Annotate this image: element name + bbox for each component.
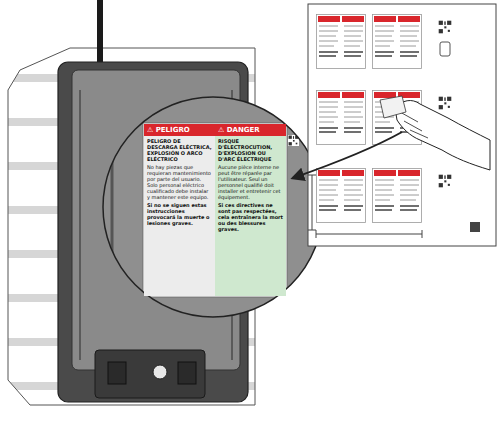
warning-text: Aucune pièce interne ne peut être réparé… [215,163,286,201]
cable [97,0,103,72]
hazard-title: RISQUE D'ÉLECTROCUTION, D'EXPLOSION OU D… [215,136,286,163]
button [153,365,167,379]
warning-text: Si no se siguen estas instrucciones prov… [144,201,215,229]
hand [395,101,490,170]
arrow [293,132,402,178]
magnifier [103,97,323,317]
terminal-block [95,350,205,398]
warning-panel: ⚠ PELIGROPELIGRO DE DESCARGA ELÉCTRICA, … [144,124,215,296]
warning-panel: ⚠ DANGERRISQUE D'ÉLECTROCUTION, D'EXPLOS… [215,124,286,296]
warning-text: Si ces directives ne sont pas respectées… [215,201,286,235]
peeled-label [380,96,406,118]
signal-word: ⚠ DANGER [215,124,286,136]
hazard-title: PELIGRO DE DESCARGA ELÉCTRICA, EXPLOSIÓN… [144,136,215,163]
signal-word: ⚠ PELIGRO [144,124,215,136]
warning-text: No hay piezas que requieran mantenimient… [144,163,215,201]
label-sheet [308,4,496,246]
